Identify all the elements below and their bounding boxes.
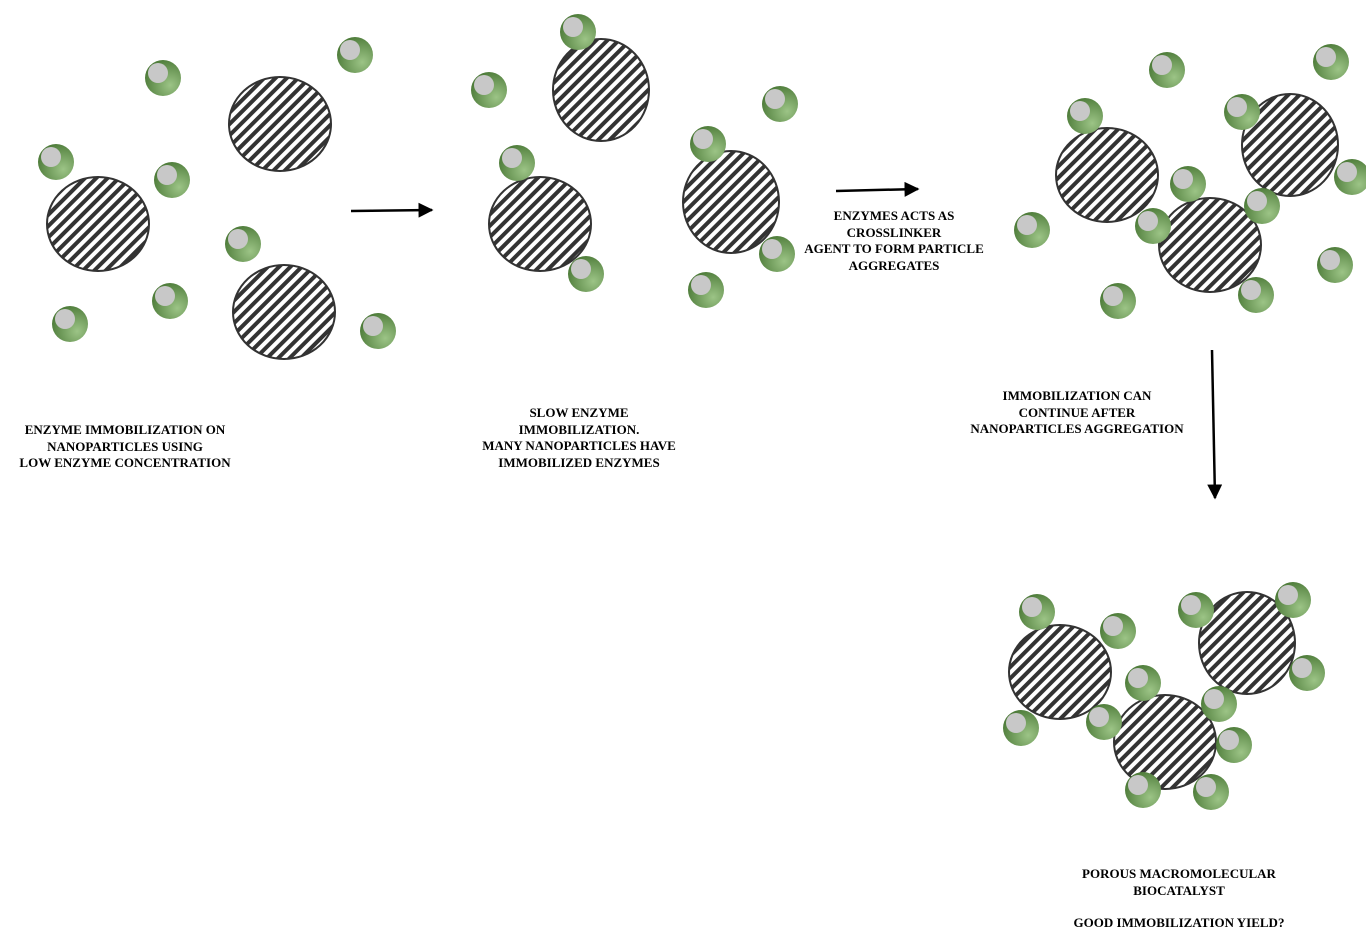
enzyme-31: [1178, 592, 1214, 628]
enzyme-32: [1275, 582, 1311, 618]
enzyme-3: [154, 162, 190, 198]
nanoparticles-layer: [46, 38, 1339, 790]
enzyme-34: [1125, 665, 1161, 701]
flow-arrow-3: [1207, 349, 1223, 500]
enzyme-22: [1170, 166, 1206, 202]
nanoparticle-9: [1158, 197, 1262, 293]
enzyme-11: [499, 145, 535, 181]
nanoparticle-12: [1113, 694, 1217, 790]
enzyme-16: [688, 272, 724, 308]
enzyme-28: [1100, 283, 1136, 319]
enzyme-13: [690, 126, 726, 162]
nanoparticle-1: [46, 176, 150, 272]
enzyme-15: [759, 236, 795, 272]
nanoparticle-6: [682, 150, 780, 254]
enzyme-6: [52, 306, 88, 342]
nanoparticle-10: [1008, 624, 1112, 720]
flow-arrow-1: [350, 202, 434, 218]
enzyme-30: [1100, 613, 1136, 649]
enzyme-40: [1193, 774, 1229, 810]
enzyme-14: [568, 256, 604, 292]
enzyme-10: [560, 14, 596, 50]
flow-arrow-2: [835, 181, 920, 197]
enzyme-36: [1086, 704, 1122, 740]
enzyme-4: [225, 226, 261, 262]
nanoparticle-8: [1241, 93, 1339, 197]
enzyme-38: [1003, 710, 1039, 746]
enzyme-25: [1244, 188, 1280, 224]
enzyme-18: [1067, 98, 1103, 134]
enzyme-27: [1238, 277, 1274, 313]
enzyme-21: [1334, 159, 1366, 195]
enzyme-35: [1201, 686, 1237, 722]
enzyme-37: [1216, 727, 1252, 763]
enzyme-29: [1019, 594, 1055, 630]
nanoparticle-3: [232, 264, 336, 360]
enzyme-7: [152, 283, 188, 319]
enzyme-12: [762, 86, 798, 122]
arrows-layer: [350, 181, 1223, 500]
enzyme-39: [1125, 772, 1161, 808]
enzyme-20: [1224, 94, 1260, 130]
enzymes-layer: [38, 14, 1366, 810]
nanoparticle-4: [552, 38, 650, 142]
enzyme-17: [1149, 52, 1185, 88]
enzyme-23: [1135, 208, 1171, 244]
enzyme-26: [1317, 247, 1353, 283]
nanoparticle-5: [488, 176, 592, 272]
enzyme-9: [471, 72, 507, 108]
nanoparticle-2: [228, 76, 332, 172]
enzyme-1: [145, 60, 181, 96]
nanoparticle-11: [1198, 591, 1296, 695]
enzyme-24: [1014, 212, 1050, 248]
enzyme-33: [1289, 655, 1325, 691]
enzyme-8: [360, 313, 396, 349]
nanoparticle-7: [1055, 127, 1159, 223]
enzyme-19: [1313, 44, 1349, 80]
enzyme-2: [38, 144, 74, 180]
enzyme-5: [337, 37, 373, 73]
